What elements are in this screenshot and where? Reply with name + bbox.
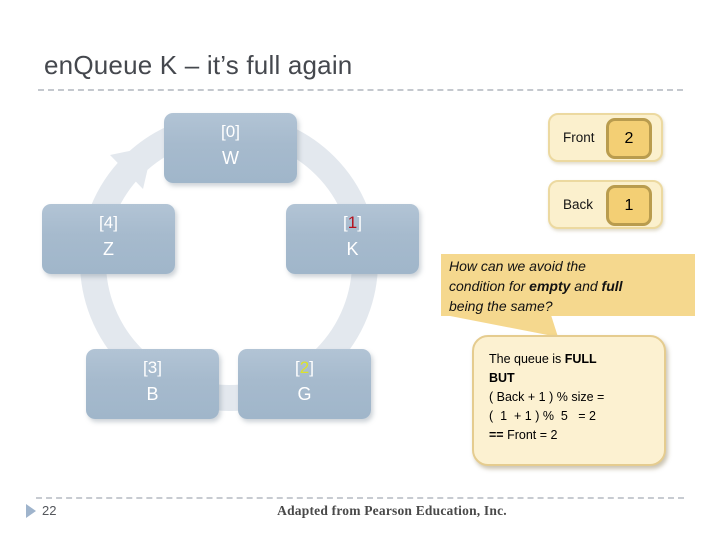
queue-cell-1: [1] K — [286, 204, 419, 274]
question-line: being the same? — [449, 298, 553, 314]
queue-cell-0: [0] W — [164, 113, 297, 183]
front-value: 2 — [606, 118, 652, 159]
page-number: 22 — [42, 503, 57, 518]
cell-index: [2] — [295, 358, 314, 377]
callout-tail — [445, 315, 558, 337]
cell-index: [1] — [343, 213, 362, 232]
question-line: condition for empty and full — [449, 278, 623, 294]
note-line: The queue is FULL — [489, 352, 597, 366]
cell-index: [4] — [99, 213, 118, 232]
cell-index: [0] — [221, 122, 240, 141]
cell-letter: G — [297, 384, 312, 404]
queue-cell-4: [4] Z — [42, 204, 175, 274]
back-value: 1 — [606, 185, 652, 226]
back-pointer-box: Back 1 — [548, 180, 663, 229]
footer-divider — [36, 497, 684, 499]
queue-cell-3: [3] B — [86, 349, 219, 419]
front-pointer-box: Front 2 — [548, 113, 663, 162]
question-callout: How can we avoid the condition for empty… — [441, 254, 695, 316]
cell-letter: Z — [103, 239, 114, 259]
note-line: BUT — [489, 371, 515, 385]
cell-index: [3] — [143, 358, 162, 377]
page-arrow-icon — [26, 504, 36, 518]
front-label: Front — [563, 130, 595, 145]
cycle-arrow-icon — [110, 146, 153, 189]
title-divider — [38, 89, 683, 91]
footer-credit: Adapted from Pearson Education, Inc. — [277, 503, 507, 518]
cell-letter: K — [346, 239, 359, 259]
question-line: How can we avoid the — [449, 258, 586, 274]
slide-title: enQueue K – it’s full again — [44, 50, 353, 80]
back-label: Back — [563, 197, 594, 212]
note-line: ( 1 + 1 ) % 5 = 2 — [489, 409, 596, 423]
note-line: ( Back + 1 ) % size = — [489, 390, 605, 404]
queue-cell-2: [2] G — [238, 349, 371, 419]
note-line: == Front = 2 — [489, 428, 558, 442]
cell-letter: W — [222, 148, 239, 168]
note-box: The queue is FULL BUT ( Back + 1 ) % siz… — [472, 335, 666, 466]
cell-letter: B — [146, 384, 159, 404]
